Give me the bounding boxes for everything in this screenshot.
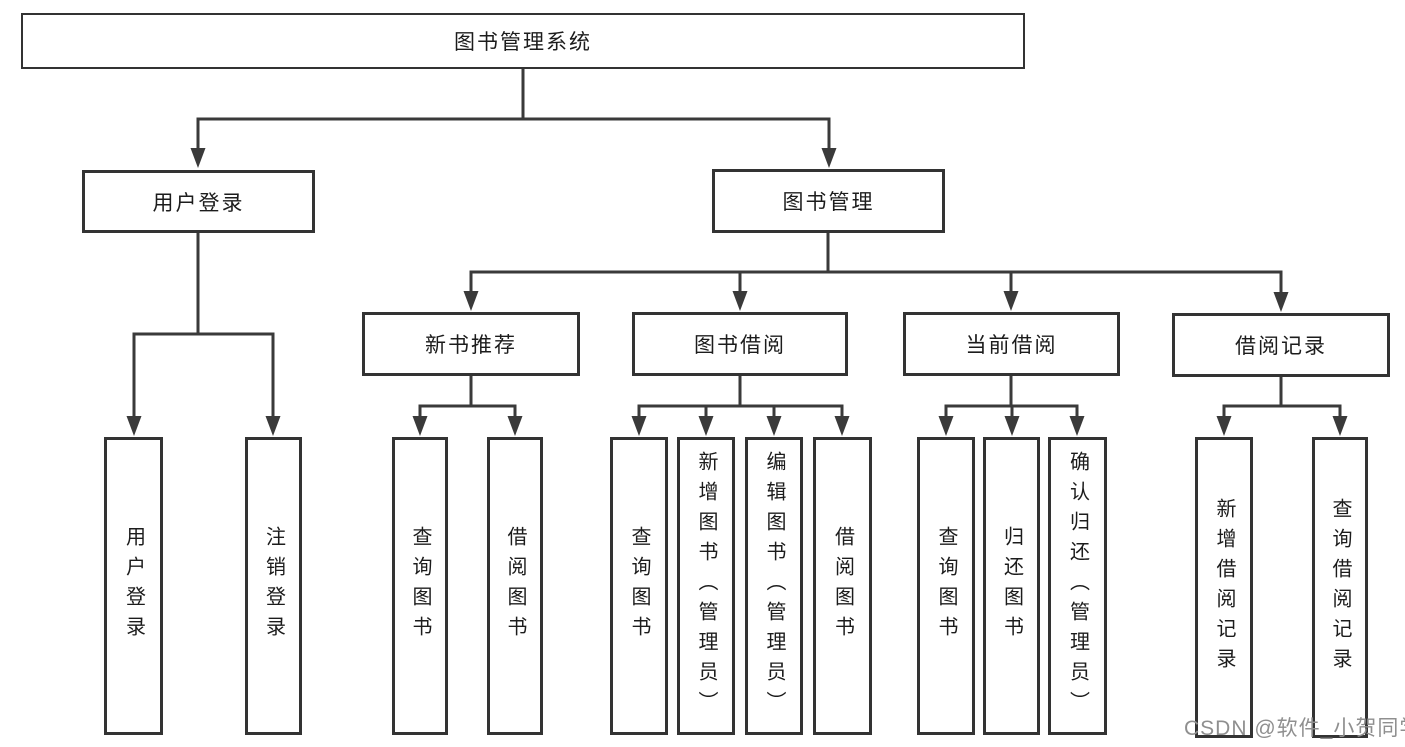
node-new-book-recommend: 新书推荐 <box>362 312 580 376</box>
node-current-borrow: 当前借阅 <box>903 312 1120 376</box>
leaf-query-books-borrow: 查询图书 <box>610 437 668 735</box>
node-new-book-recommend-label: 新书推荐 <box>425 334 517 357</box>
leaf-borrow-books-label: 借阅图书 <box>831 526 854 646</box>
node-user-login: 用户登录 <box>82 170 315 233</box>
node-book-management-label: 图书管理 <box>782 191 875 214</box>
leaf-query-borrow-record: 查询借阅记录 <box>1312 437 1368 738</box>
leaf-return-book: 归还图书 <box>983 437 1040 735</box>
leaf-query-books-newbook: 查询图书 <box>392 437 448 735</box>
node-book-borrow: 图书借阅 <box>632 312 848 376</box>
arrowheads <box>126 148 1348 436</box>
node-borrow-records-label: 借阅记录 <box>1235 335 1327 358</box>
node-book-management: 图书管理 <box>712 169 945 233</box>
node-library-system: 图书管理系统 <box>21 13 1025 69</box>
leaf-borrow-books-newbook: 借阅图书 <box>487 437 543 735</box>
leaf-query-books-current-label: 查询图书 <box>935 526 957 646</box>
leaf-borrow-books: 借阅图书 <box>813 437 872 735</box>
leaf-confirm-return-admin-label: 确认归还（管理员） <box>1066 451 1089 721</box>
node-library-system-label: 图书管理系统 <box>454 31 592 54</box>
leaf-query-borrow-record-label: 查询借阅记录 <box>1329 497 1351 678</box>
leaf-borrow-books-newbook-label: 借阅图书 <box>504 526 526 646</box>
leaf-add-book-admin: 新增图书（管理员） <box>677 437 735 735</box>
node-current-borrow-label: 当前借阅 <box>965 334 1058 357</box>
leaf-add-book-admin-label: 新增图书（管理员） <box>695 451 717 721</box>
node-user-login-label: 用户登录 <box>152 191 245 215</box>
leaf-user-login-label: 用户登录 <box>122 526 145 646</box>
leaf-query-books-borrow-label: 查询图书 <box>628 526 650 646</box>
leaf-user-login: 用户登录 <box>104 437 163 735</box>
leaf-edit-book-admin-label: 编辑图书（管理员） <box>763 451 785 721</box>
leaf-logout-label: 注销登录 <box>262 526 285 646</box>
node-book-borrow-label: 图书借阅 <box>694 334 786 357</box>
leaf-add-borrow-record: 新增借阅记录 <box>1195 437 1253 738</box>
leaf-edit-book-admin: 编辑图书（管理员） <box>745 437 803 735</box>
leaf-add-borrow-record-label: 新增借阅记录 <box>1213 497 1235 678</box>
leaf-query-books-current: 查询图书 <box>917 437 975 735</box>
leaf-return-book-label: 归还图书 <box>1000 526 1023 646</box>
node-borrow-records: 借阅记录 <box>1172 313 1390 377</box>
leaf-confirm-return-admin: 确认归还（管理员） <box>1048 437 1107 735</box>
leaf-query-books-newbook-label: 查询图书 <box>409 526 431 646</box>
leaf-logout: 注销登录 <box>245 437 302 735</box>
csdn-watermark: CSDN @软件_小贺同学 <box>1184 717 1405 740</box>
